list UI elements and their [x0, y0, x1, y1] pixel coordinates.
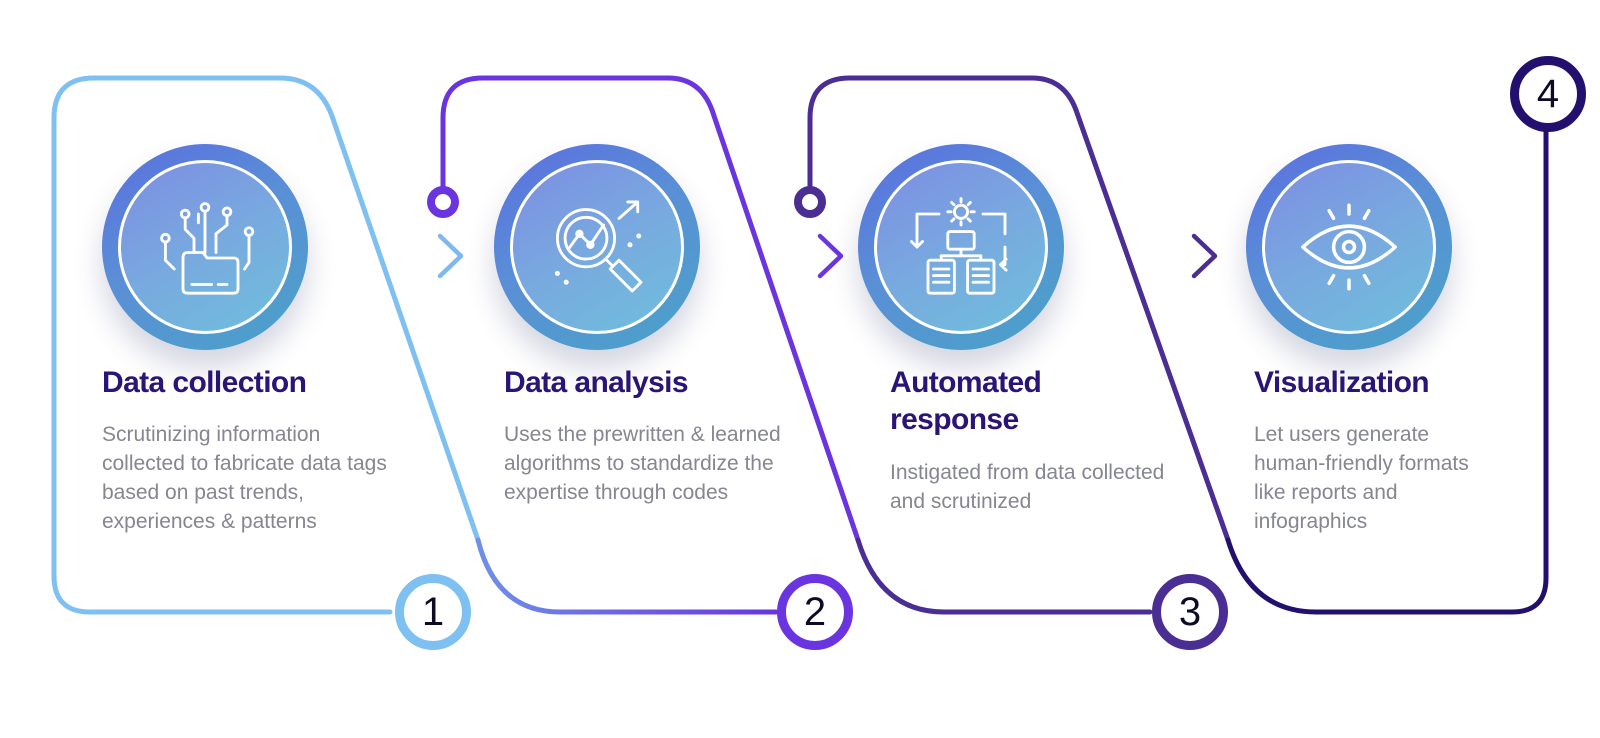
step-1-icon-disc	[102, 144, 308, 350]
step-4-number: 4	[1536, 71, 1560, 116]
step-1-title: Data collection	[102, 366, 307, 399]
segment-3-outline	[855, 537, 1153, 615]
segment-2-top	[440, 75, 861, 543]
segment-3-top	[807, 75, 1231, 543]
step-1-description: Scrutinizing information collected to fa…	[102, 423, 387, 533]
step-1-number: 1	[421, 589, 445, 634]
step-3-number-badge: 3	[1152, 574, 1228, 650]
arrow-2-icon	[759, 233, 844, 279]
step-4-number-badge: 4	[1510, 56, 1586, 132]
arrow-1-icon	[375, 233, 464, 279]
eye-icon	[1301, 203, 1397, 291]
step-3-title: Automated response	[890, 366, 1042, 436]
step-4-description: Let users generate human-friendly format…	[1254, 423, 1469, 533]
segment-1-outline	[51, 75, 481, 615]
step-2-number-badge: 2	[777, 574, 853, 650]
connector-dot-2	[427, 186, 459, 218]
step-3-number: 3	[1178, 589, 1202, 634]
step-4-title: Visualization	[1254, 366, 1430, 399]
step-2-number: 2	[803, 589, 827, 634]
arrow-3-icon	[1125, 233, 1218, 279]
step-2-icon-disc	[494, 144, 700, 350]
segment-2-outline	[475, 537, 779, 615]
step-3-icon-disc	[858, 144, 1064, 350]
automation-gear-documents-icon	[910, 197, 1008, 295]
magnifier-analytics-icon	[554, 200, 643, 293]
step-1-number-badge: 1	[395, 574, 471, 650]
connector-dot-3	[794, 186, 826, 218]
data-collection-folder-icon	[160, 202, 255, 295]
step-2-description: Uses the prewritten & learned algorithms…	[504, 423, 781, 504]
step-4-icon-disc	[1246, 144, 1452, 350]
step-2-title: Data analysis	[504, 366, 689, 399]
step-3-description: Instigated from data collected and scrut…	[890, 461, 1165, 513]
segment-4-outline	[1225, 125, 1549, 615]
